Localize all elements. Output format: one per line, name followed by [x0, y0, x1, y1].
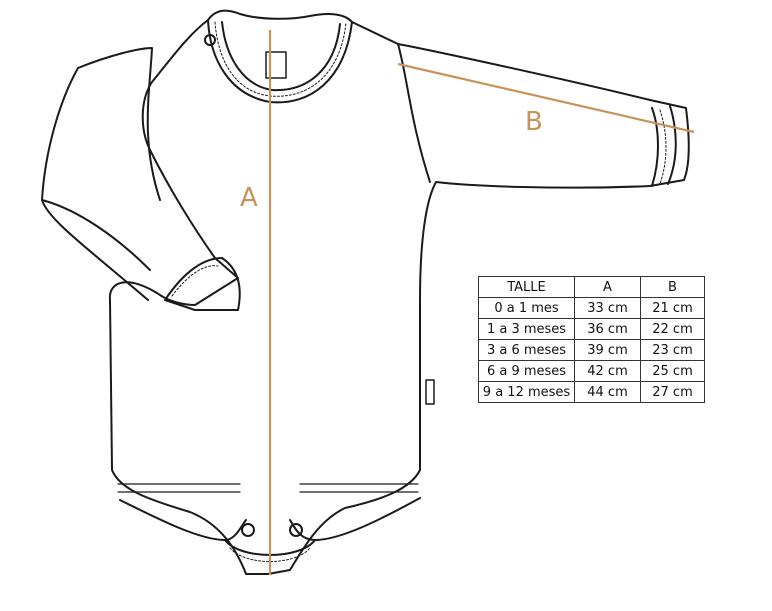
cell-a: 42 cm — [574, 360, 641, 382]
label-a: A — [240, 183, 258, 213]
size-table: TALLE A B 0 a 1 mes 33 cm 21 cm 1 a 3 me… — [478, 276, 705, 403]
shoulder-snap — [204, 34, 216, 46]
cell-a: 44 cm — [574, 381, 641, 403]
header-a: A — [574, 276, 641, 298]
table-row: 3 a 6 meses 39 cm 23 cm — [478, 339, 705, 361]
cell-a: 33 cm — [574, 297, 641, 319]
header-b: B — [640, 276, 705, 298]
cell-b: 21 cm — [640, 297, 705, 319]
hem-left — [117, 483, 241, 493]
cell-b: 27 cm — [640, 381, 705, 403]
leg-opening-left — [119, 499, 247, 541]
cell-b: 25 cm — [640, 360, 705, 382]
right-cuff — [651, 105, 677, 187]
collar-inner — [221, 21, 341, 92]
left-sleeve-body — [41, 199, 151, 271]
left-cuff — [164, 257, 241, 311]
left-shoulder — [77, 47, 161, 201]
hem-right — [299, 483, 419, 493]
label-b: B — [525, 107, 543, 137]
table-row: 0 a 1 mes 33 cm 21 cm — [478, 297, 705, 319]
cell-size: 0 a 1 mes — [478, 297, 575, 319]
cell-size: 6 a 9 meses — [478, 360, 575, 382]
cell-size: 3 a 6 meses — [478, 339, 575, 361]
left-sleeve-edge — [41, 67, 149, 301]
cell-size: 1 a 3 meses — [478, 318, 575, 340]
table-header-row: TALLE A B — [478, 276, 705, 298]
cell-b: 22 cm — [640, 318, 705, 340]
cell-size: 9 a 12 meses — [478, 381, 575, 403]
crotch-snap-right — [289, 523, 303, 537]
side-tag — [425, 379, 435, 405]
measure-line-b — [397, 62, 695, 134]
table-row: 9 a 12 meses 44 cm 27 cm — [478, 381, 705, 403]
bodysuit-outline — [41, 9, 690, 575]
body-outline — [108, 9, 690, 575]
header-talle: TALLE — [478, 276, 575, 298]
cell-a: 39 cm — [574, 339, 641, 361]
cell-b: 23 cm — [640, 339, 705, 361]
cell-a: 36 cm — [574, 318, 641, 340]
right-sleeve — [397, 43, 431, 183]
crotch-snap-left — [241, 523, 255, 537]
neck-tag — [265, 51, 287, 79]
table-row: 1 a 3 meses 36 cm 22 cm — [478, 318, 705, 340]
leg-opening-right — [289, 497, 421, 541]
table-row: 6 a 9 meses 42 cm 25 cm — [478, 360, 705, 382]
